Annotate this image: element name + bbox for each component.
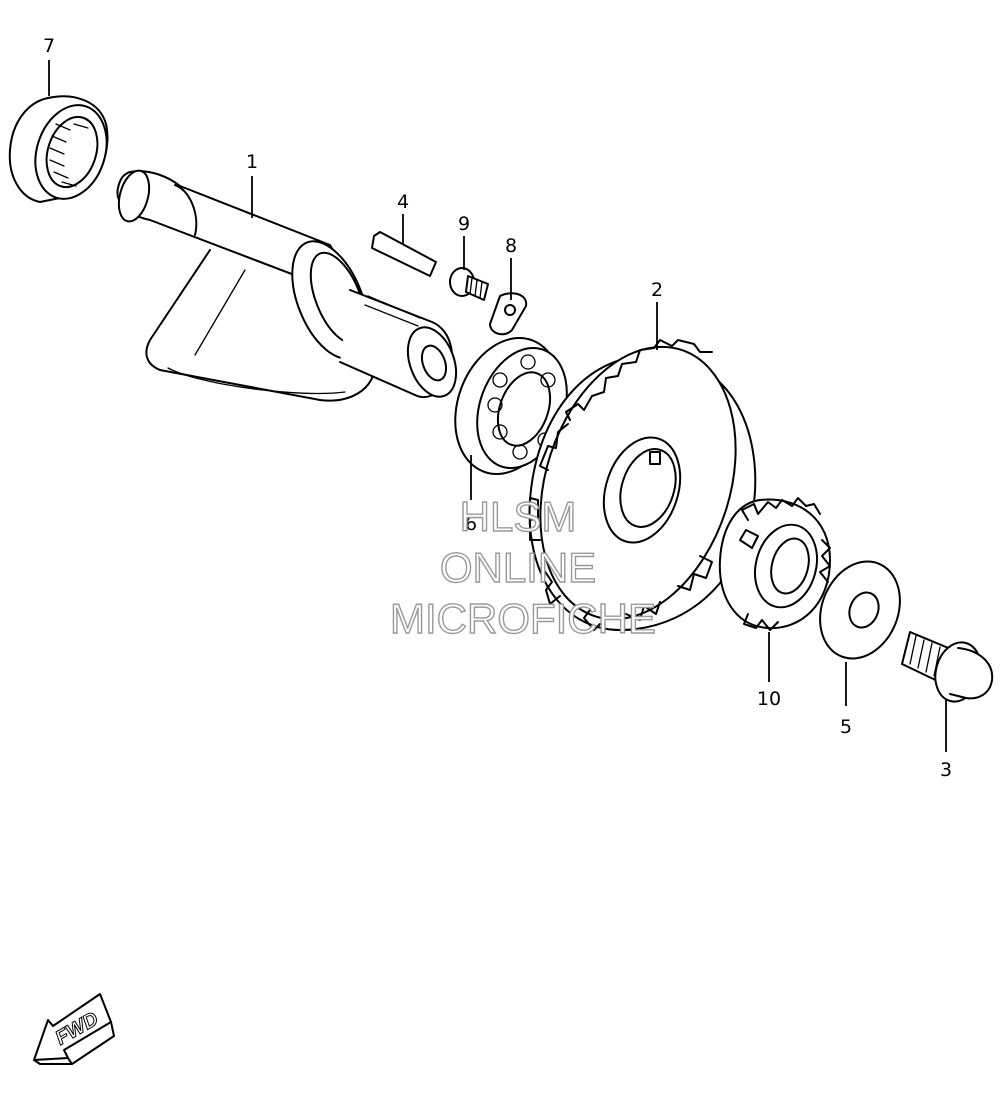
part-labels: 7 1 4 9 8 2 6 10 5 3 bbox=[43, 35, 952, 781]
part-label-5[interactable]: 5 bbox=[840, 716, 852, 738]
part-label-1[interactable]: 1 bbox=[246, 151, 258, 173]
fwd-direction-indicator: FWD bbox=[33, 993, 115, 1065]
part-label-8[interactable]: 8 bbox=[505, 235, 517, 257]
part-label-4[interactable]: 4 bbox=[397, 191, 409, 213]
lock-plate-drawing[interactable] bbox=[489, 292, 528, 336]
part-label-2[interactable]: 2 bbox=[651, 279, 663, 301]
part-label-6[interactable]: 6 bbox=[465, 513, 477, 535]
part-label-9[interactable]: 9 bbox=[458, 213, 470, 235]
screw-drawing[interactable] bbox=[449, 267, 489, 301]
watermark-line-3: MICROFICHE bbox=[390, 595, 656, 642]
leader-lines bbox=[48, 60, 947, 752]
balancer-driven-gear-drawing[interactable] bbox=[507, 321, 769, 644]
part-label-7[interactable]: 7 bbox=[43, 35, 55, 57]
driven-sub-gear-drawing[interactable] bbox=[718, 497, 831, 631]
watermark-line-1: HLSM bbox=[460, 493, 577, 540]
key-drawing[interactable] bbox=[371, 231, 437, 277]
part-label-3[interactable]: 3 bbox=[940, 759, 952, 781]
needle-bearing-drawing[interactable] bbox=[8, 95, 118, 208]
washer-drawing[interactable] bbox=[806, 549, 914, 670]
watermark-line-2: ONLINE bbox=[440, 544, 596, 591]
balancer-shaft-drawing[interactable] bbox=[114, 167, 465, 403]
flange-bolt-drawing[interactable] bbox=[901, 631, 994, 707]
part-label-10[interactable]: 10 bbox=[757, 688, 781, 710]
fwd-arrow-icon bbox=[33, 993, 112, 1061]
watermark: HLSM ONLINE MICROFICHE bbox=[389, 492, 656, 642]
